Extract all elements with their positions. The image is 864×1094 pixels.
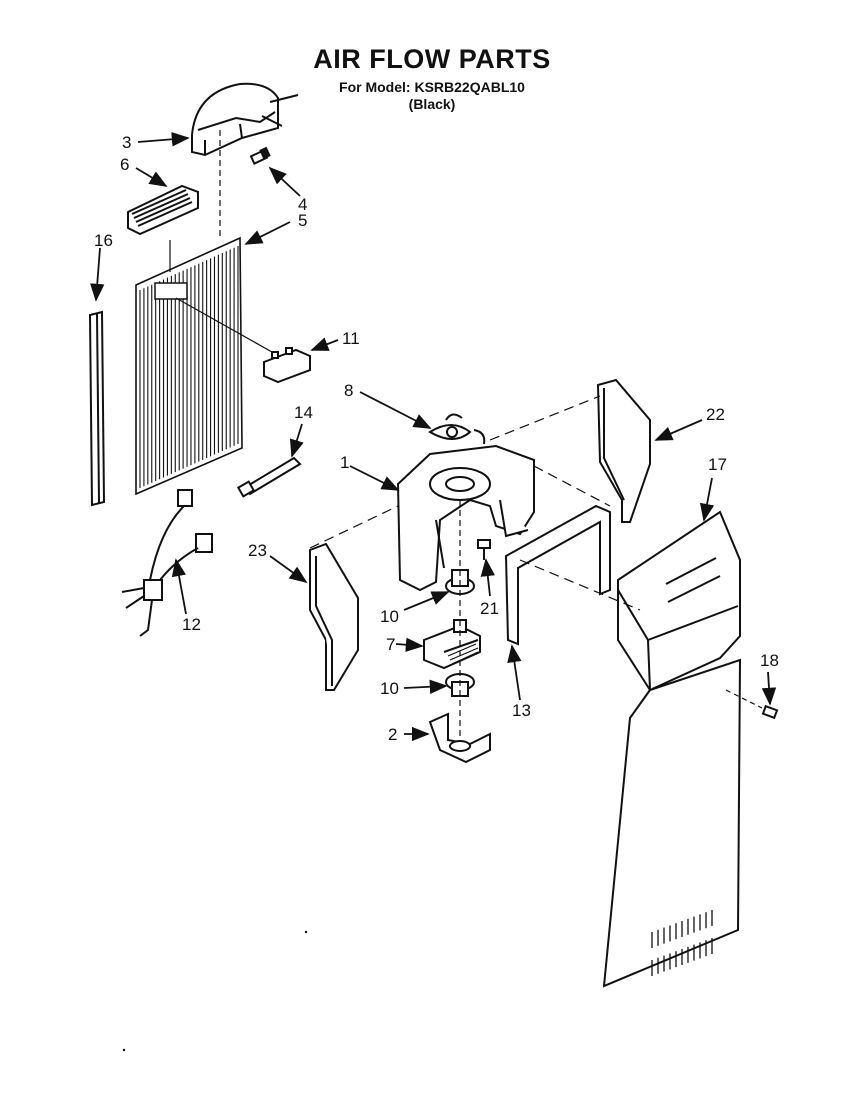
part-grille-6 [127,184,199,236]
leader-17 [699,477,715,522]
part-side-baffle-23 [309,542,359,691]
leader-10-upper [403,591,450,611]
leader-13 [507,644,522,701]
leader-14 [289,423,304,458]
callout-5: 5 [298,211,307,230]
part-motor-bracket-2 [428,712,491,764]
leader-18 [761,671,777,706]
callout-6: 6 [120,155,129,174]
leader-4 [268,166,301,197]
leader-12 [171,558,187,615]
callout-16: 16 [94,231,113,250]
part-fan-blade-8 [428,413,486,445]
part-vertical-strip-16 [88,310,106,507]
part-bracket-11 [263,347,311,384]
callout-23: 23 [248,541,267,560]
callout-3: 3 [122,133,131,152]
part-rear-duct-17 [602,510,742,988]
callout-10-upper: 10 [380,607,399,626]
leader-6 [135,167,168,187]
leader-3 [137,132,190,147]
part-wire-harness-12 [121,489,213,637]
leader-7 [395,637,424,652]
leader-16 [90,247,105,302]
callout-4: 4 [298,195,307,214]
part-screw-18 [761,704,779,720]
leader-5 [244,221,291,245]
color-line: (Black) [408,96,456,112]
leader-1 [349,465,400,491]
part-screw-21 [477,539,491,560]
callout-22: 22 [706,405,725,424]
callout-11: 11 [342,329,360,348]
part-fan-motor-7 [423,619,481,670]
diagram-title: AIR FLOW PARTS [313,44,551,74]
callout-21: 21 [480,599,499,618]
callout-14: 14 [294,403,313,422]
callout-7: 7 [386,635,395,654]
model-line: For Model: KSRB22QABL10 [339,79,525,95]
leader-11 [310,337,339,351]
leader-22 [654,419,703,441]
part-side-baffle-22 [596,378,651,523]
part-fan-shroud-1 [396,444,535,592]
part-duct-cover [191,82,299,157]
part-heater-rod-14 [236,456,302,498]
callout-2: 2 [388,725,397,744]
leader-21 [480,558,495,597]
part-u-channel-13 [504,504,611,646]
callout-1: 1 [340,453,349,472]
callout-18: 18 [760,651,779,670]
leader-10-lower [403,679,448,694]
callout-17: 17 [708,455,727,474]
callout-12: 12 [182,615,201,634]
callout-8: 8 [344,381,353,400]
callout-13: 13 [512,701,531,720]
callout-10-lower: 10 [380,679,399,698]
part-evaporator-panel-5 [135,236,243,496]
leader-8 [359,391,432,429]
part-screw-4 [249,146,271,165]
leader-23 [269,555,308,584]
